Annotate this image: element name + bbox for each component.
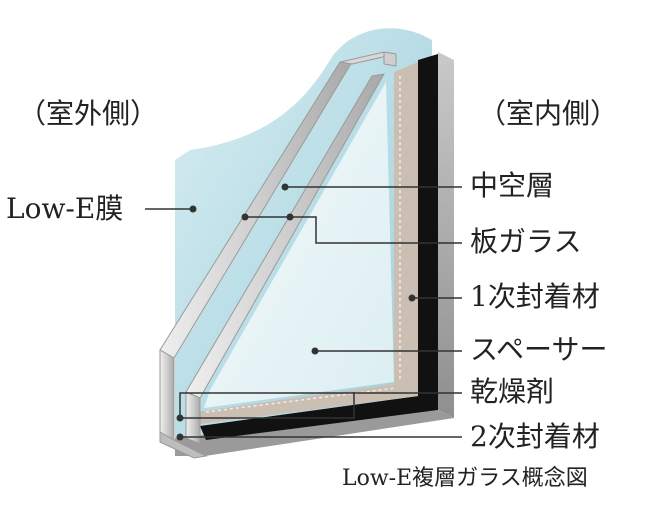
label-primary-sealant: 1次封着材 xyxy=(470,280,600,313)
label-desiccant: 乾燥剤 xyxy=(470,375,555,408)
label-spacer: スペーサー xyxy=(470,333,608,366)
frame-right-upright xyxy=(383,51,397,67)
frame-bottom-front xyxy=(159,431,208,459)
frame-right-edge xyxy=(438,52,454,418)
dot-primary-sealant xyxy=(408,294,416,302)
leader-sheet-glass xyxy=(245,216,462,244)
dot-spacer xyxy=(311,347,319,355)
label-low-e-film: Low-E膜 xyxy=(6,192,124,225)
label-outdoor-side: （室外側） xyxy=(18,97,159,130)
label-secondary-sealant: 2次封着材 xyxy=(470,420,600,453)
label-sheet-glass: 板ガラス xyxy=(470,225,582,258)
dot-sheet-glass-1 xyxy=(241,213,249,221)
label-indoor-side: （室内側） xyxy=(478,97,619,130)
dot-desiccant xyxy=(176,414,184,422)
label-hollow-layer: 中空層 xyxy=(470,169,555,202)
leader-dots xyxy=(176,183,416,441)
frame-bottom-edge xyxy=(175,410,454,456)
diagram-caption: Low-E複層ガラス概念図 xyxy=(342,466,588,491)
inner-glass-pane xyxy=(204,82,394,408)
frame-left-vertical xyxy=(159,349,175,441)
dot-secondary-sealant xyxy=(176,433,184,441)
spacer-band xyxy=(196,62,418,424)
dot-hollow-layer xyxy=(281,183,289,191)
secondary-sealant-band xyxy=(200,54,438,440)
spacer-perforation-bottom xyxy=(205,387,397,413)
dot-sheet-glass-2 xyxy=(286,213,294,221)
dot-low-e xyxy=(189,205,197,213)
